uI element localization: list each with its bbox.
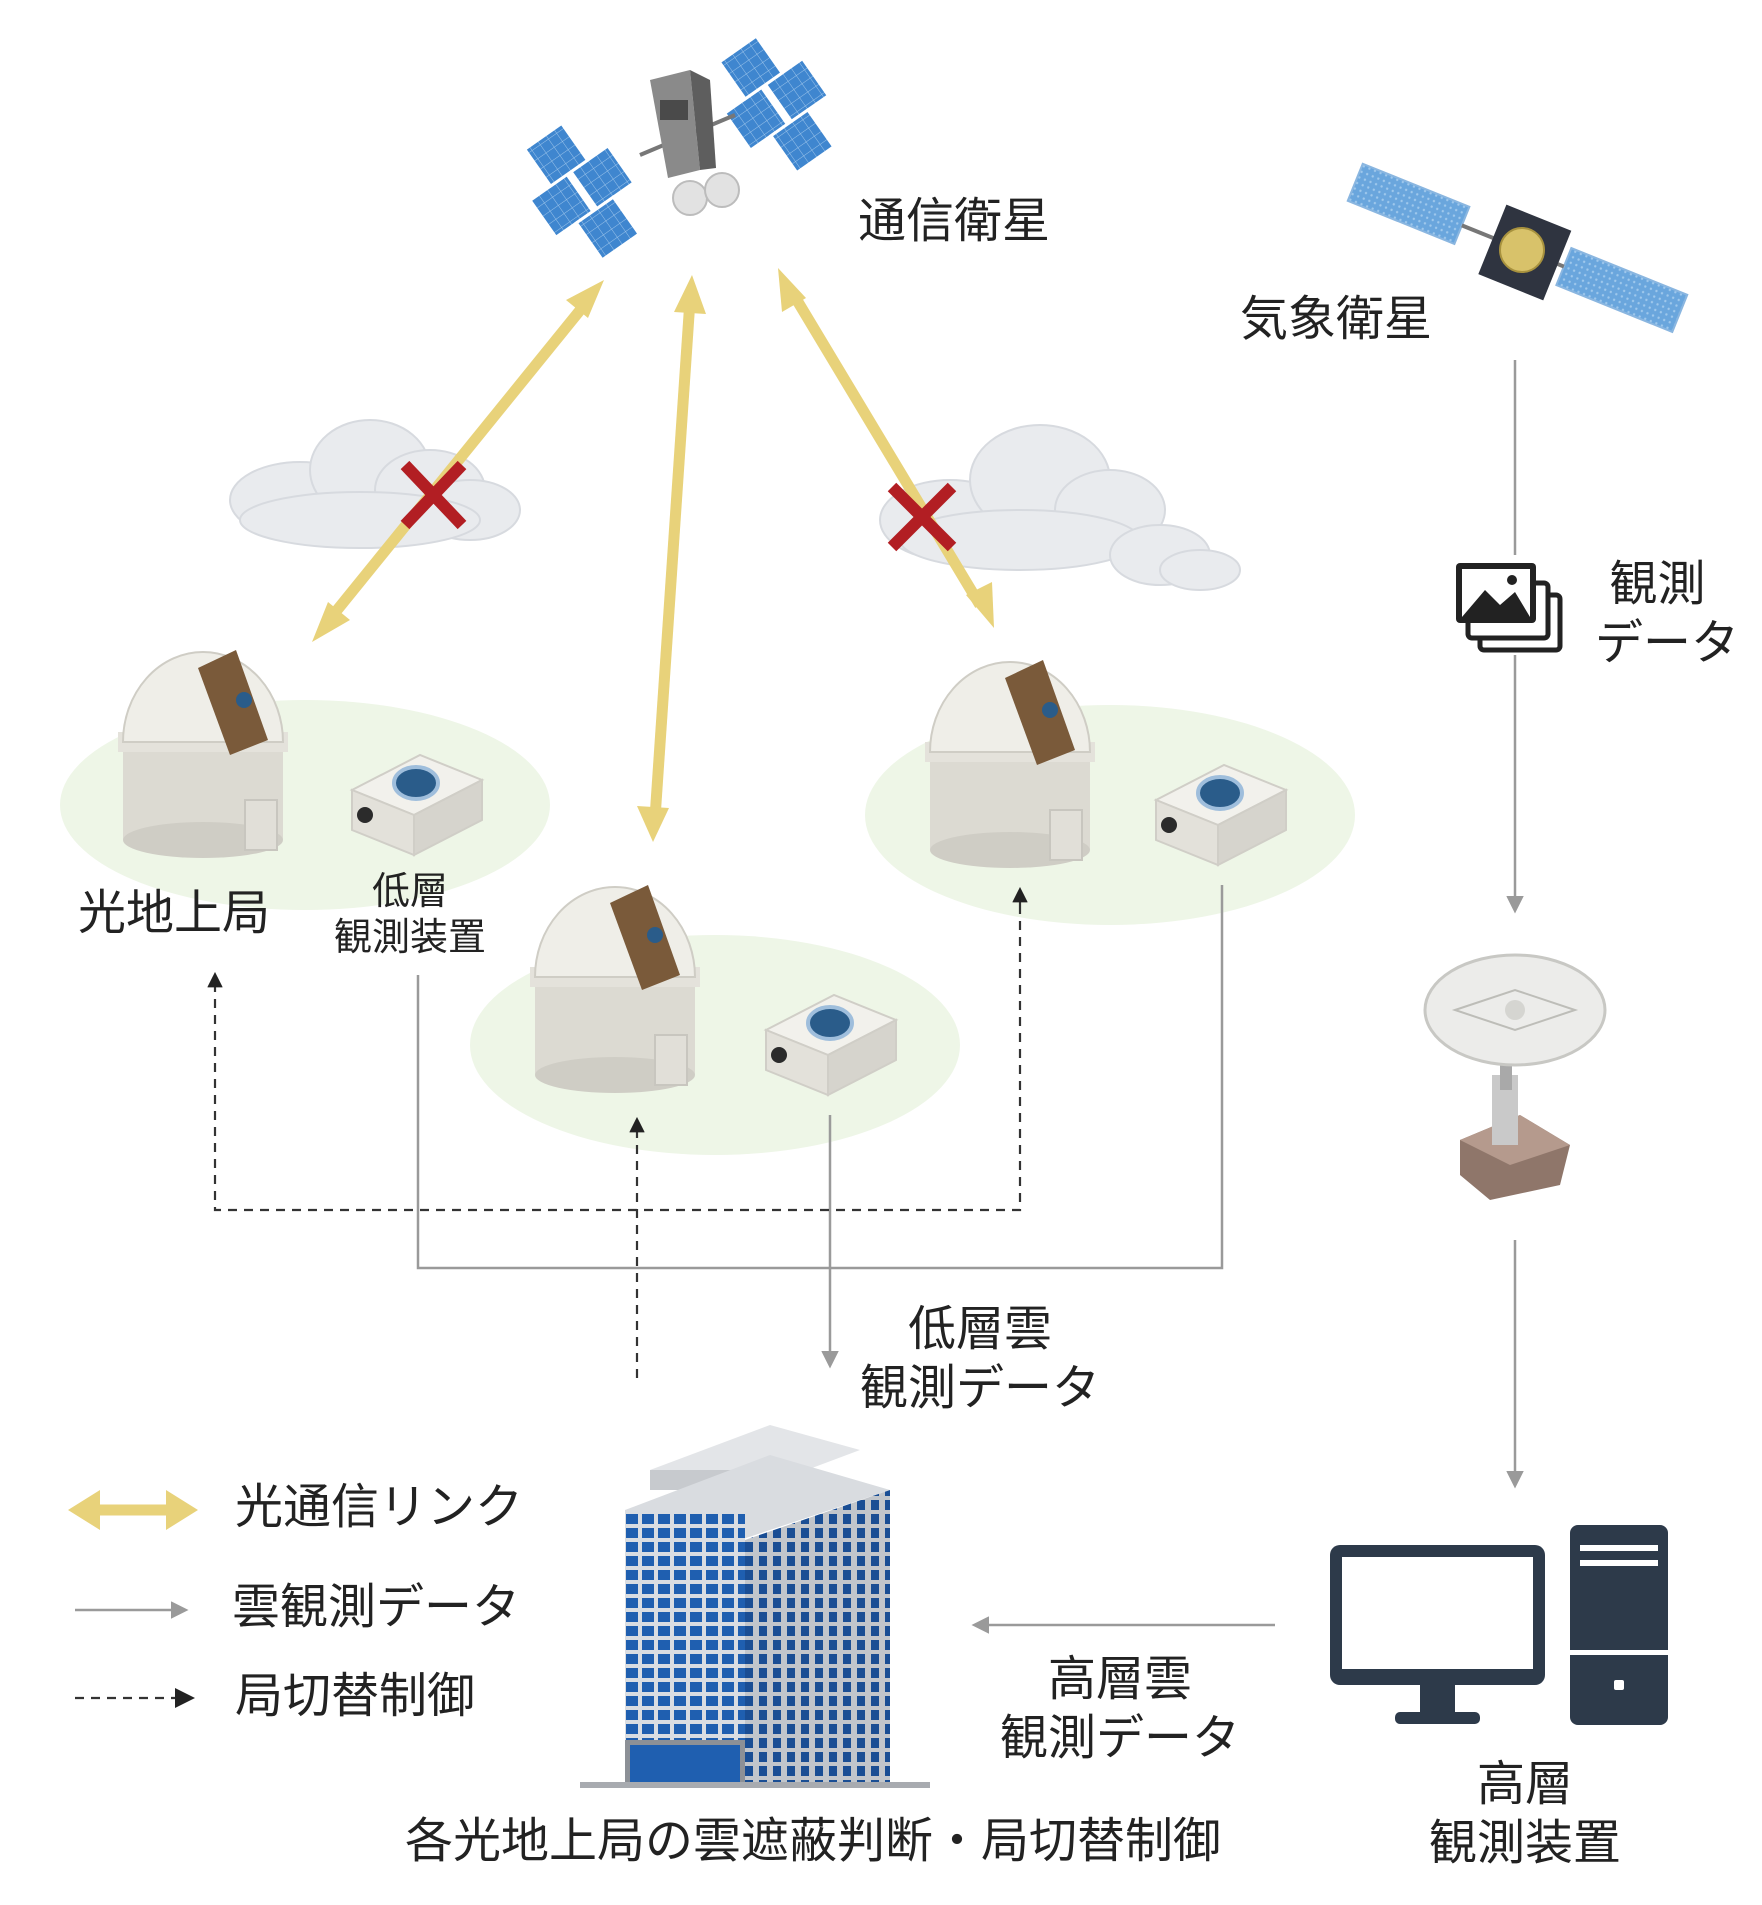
legend-cloud-data-label: 雲観測データ bbox=[232, 1579, 521, 1635]
image-stack-icon bbox=[1456, 563, 1563, 653]
dome-right bbox=[925, 660, 1095, 868]
legend-optical-link-label: 光通信リンク bbox=[235, 1479, 524, 1535]
low-sensor-right bbox=[1153, 763, 1289, 867]
high-obs-device-line1: 高層 bbox=[1476, 1756, 1573, 1812]
ground-station-label: 光地上局 bbox=[78, 885, 271, 941]
comm-satellite bbox=[522, 34, 836, 262]
office-building bbox=[580, 1425, 930, 1788]
low-cloud-data-lines bbox=[416, 885, 1224, 1369]
optical-link-left-head-bottom bbox=[312, 602, 350, 642]
legend-optical-link-glyph bbox=[68, 1490, 198, 1530]
station-switch-lines bbox=[207, 886, 1028, 1378]
observation-data-line2: データ bbox=[1595, 614, 1740, 671]
computer-icon bbox=[1330, 1525, 1668, 1725]
high-cloud-data-line2: 観測データ bbox=[1000, 1709, 1241, 1766]
legend-station-switch-glyph bbox=[75, 1688, 195, 1708]
comm-satellite-label: 通信衛星 bbox=[858, 193, 1051, 249]
low-cloud-data-label: 低層雲 観測データ bbox=[860, 1300, 1100, 1417]
weather-satellite-label: 気象衛星 bbox=[1240, 291, 1433, 347]
optical-link-right-head-bottom bbox=[966, 582, 994, 628]
low-obs-device-line1: 低層 bbox=[371, 869, 448, 913]
low-sensor-left bbox=[349, 753, 485, 857]
optical-link-right-head-top bbox=[778, 268, 806, 312]
low-cloud-data-line2: 観測データ bbox=[860, 1359, 1101, 1416]
dome-center bbox=[530, 885, 700, 1093]
observation-data-line1: 観測 bbox=[1609, 556, 1706, 612]
dome-left bbox=[118, 650, 288, 858]
observation-data-label: 観測 データ bbox=[1595, 555, 1740, 672]
low-obs-device-label: 低層 観測装置 bbox=[325, 868, 495, 961]
high-obs-device-line2: 観測装置 bbox=[1428, 1814, 1621, 1871]
optical-link-right bbox=[787, 289, 985, 608]
radar-antenna bbox=[1423, 953, 1607, 1200]
weather-data-chain bbox=[971, 360, 1524, 1634]
low-sensor-center bbox=[763, 993, 899, 1097]
legend-station-switch-label: 局切替制御 bbox=[235, 1668, 476, 1724]
high-cloud-data-label: 高層雲 観測データ bbox=[1000, 1650, 1240, 1767]
high-cloud-data-line1: 高層雲 bbox=[1047, 1651, 1192, 1707]
optical-link-center bbox=[649, 299, 696, 819]
optical-link-center-head-bottom bbox=[637, 806, 669, 842]
high-obs-device-label: 高層 観測装置 bbox=[1405, 1755, 1645, 1872]
low-obs-device-line2: 観測装置 bbox=[333, 915, 486, 960]
optical-link-left-head-top bbox=[566, 280, 604, 318]
weather-satellite bbox=[1346, 162, 1689, 334]
optical-link-center-head-top bbox=[674, 275, 706, 314]
blocked-x-left bbox=[400, 460, 467, 530]
control-center-label: 各光地上局の雲遮蔽判断・局切替制御 bbox=[405, 1813, 1222, 1869]
low-cloud-data-line1: 低層雲 bbox=[907, 1301, 1052, 1357]
blocked-x-right bbox=[887, 482, 957, 552]
